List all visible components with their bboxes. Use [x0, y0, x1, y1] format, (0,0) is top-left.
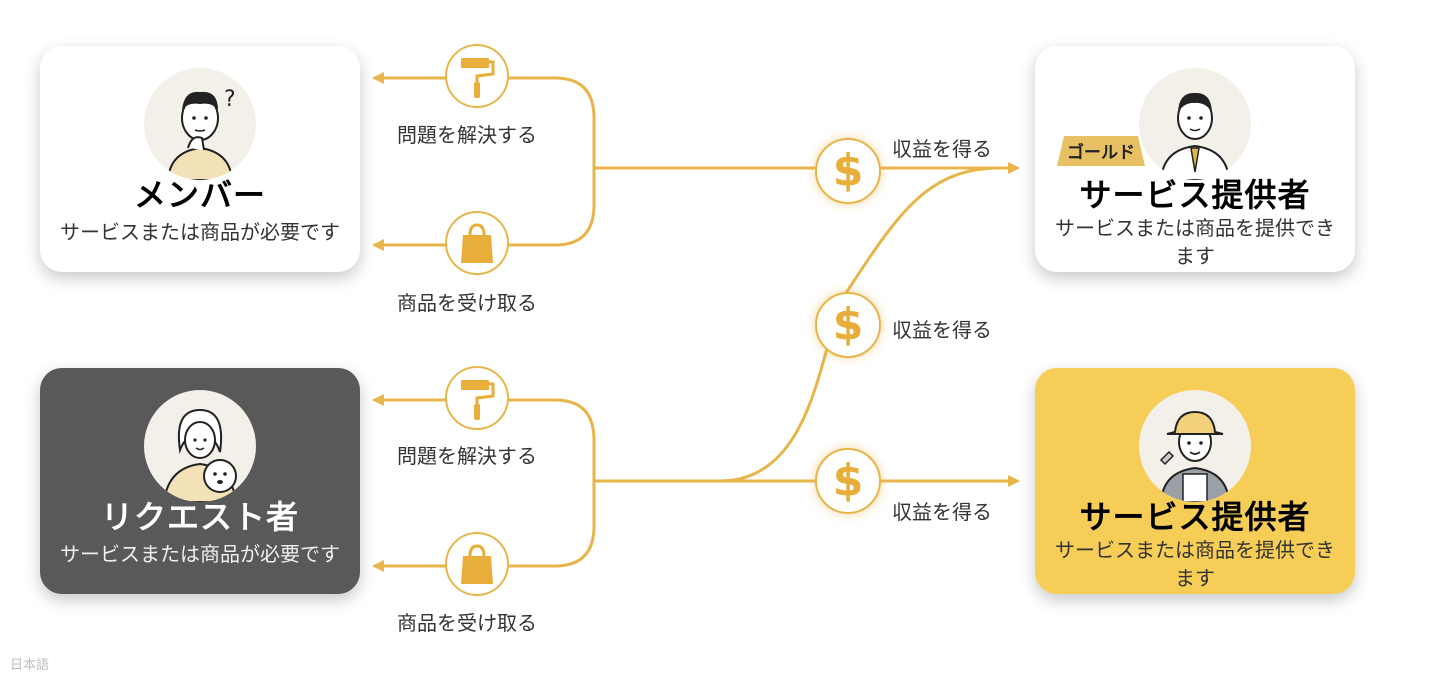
- member-receive-label: 商品を受け取る: [397, 291, 537, 315]
- member-card: ? メンバー サービスまたは商品が必要です: [40, 46, 360, 272]
- requester-receive-icon-circle: [445, 532, 509, 596]
- paint-roller-icon: [461, 58, 495, 98]
- flow-member-solve: [372, 72, 596, 168]
- member-desc: サービスまたは商品が必要です: [60, 220, 340, 244]
- provider-desc: サービスまたは商品を提供できます: [1055, 538, 1335, 590]
- member-receive-icon-circle: [445, 211, 509, 275]
- member-title: メンバー: [133, 176, 266, 214]
- worker-icon: [1159, 410, 1231, 502]
- gold-provider-avatar: [1139, 68, 1251, 180]
- dollar-icon: $: [815, 448, 881, 514]
- requester-desc: サービスまたは商品が必要です: [60, 542, 340, 566]
- flow-requester-receive: [372, 481, 596, 572]
- requester-solve-icon-circle: [445, 366, 509, 430]
- provider-card: サービス提供者 サービスまたは商品を提供できます: [1035, 368, 1355, 594]
- businessman-icon: [1159, 92, 1231, 180]
- language-label: 日本語: [10, 658, 50, 673]
- woman-with-dog-icon: [162, 408, 238, 502]
- provider-avatar: [1139, 390, 1251, 502]
- thinking-man-icon: ?: [166, 87, 236, 180]
- svg-text:?: ?: [224, 87, 236, 112]
- flow-requester-solve: [372, 394, 596, 481]
- requester-solve-label: 問題を解決する: [397, 444, 537, 468]
- shopping-bag-icon: [461, 223, 493, 263]
- requester-card: リクエスト者 サービスまたは商品が必要です: [40, 368, 360, 594]
- flow-member-receive: [372, 168, 596, 251]
- revenue-label-bottom: 収益を得る: [892, 500, 992, 524]
- member-solve-label: 問題を解決する: [397, 123, 537, 147]
- revenue-label-top: 収益を得る: [892, 137, 992, 161]
- requester-avatar: [144, 390, 256, 502]
- shopping-bag-icon: [461, 544, 493, 584]
- gold-provider-title: サービス提供者: [1079, 176, 1311, 214]
- dollar-icon: $: [815, 292, 881, 358]
- provider-title: サービス提供者: [1079, 498, 1311, 536]
- gold-badge: ゴールド: [1057, 136, 1145, 166]
- requester-receive-label: 商品を受け取る: [397, 611, 537, 635]
- member-avatar: ?: [144, 68, 256, 180]
- requester-title: リクエスト者: [100, 498, 299, 536]
- gold-provider-card: ゴールド サービス提供者 サービスまたは商品を提供できます: [1035, 46, 1355, 272]
- revenue-label-middle: 収益を得る: [892, 318, 992, 342]
- gold-provider-desc: サービスまたは商品を提供できます: [1055, 216, 1335, 268]
- member-solve-icon-circle: [445, 44, 509, 108]
- paint-roller-icon: [461, 380, 495, 420]
- dollar-icon: $: [815, 138, 881, 204]
